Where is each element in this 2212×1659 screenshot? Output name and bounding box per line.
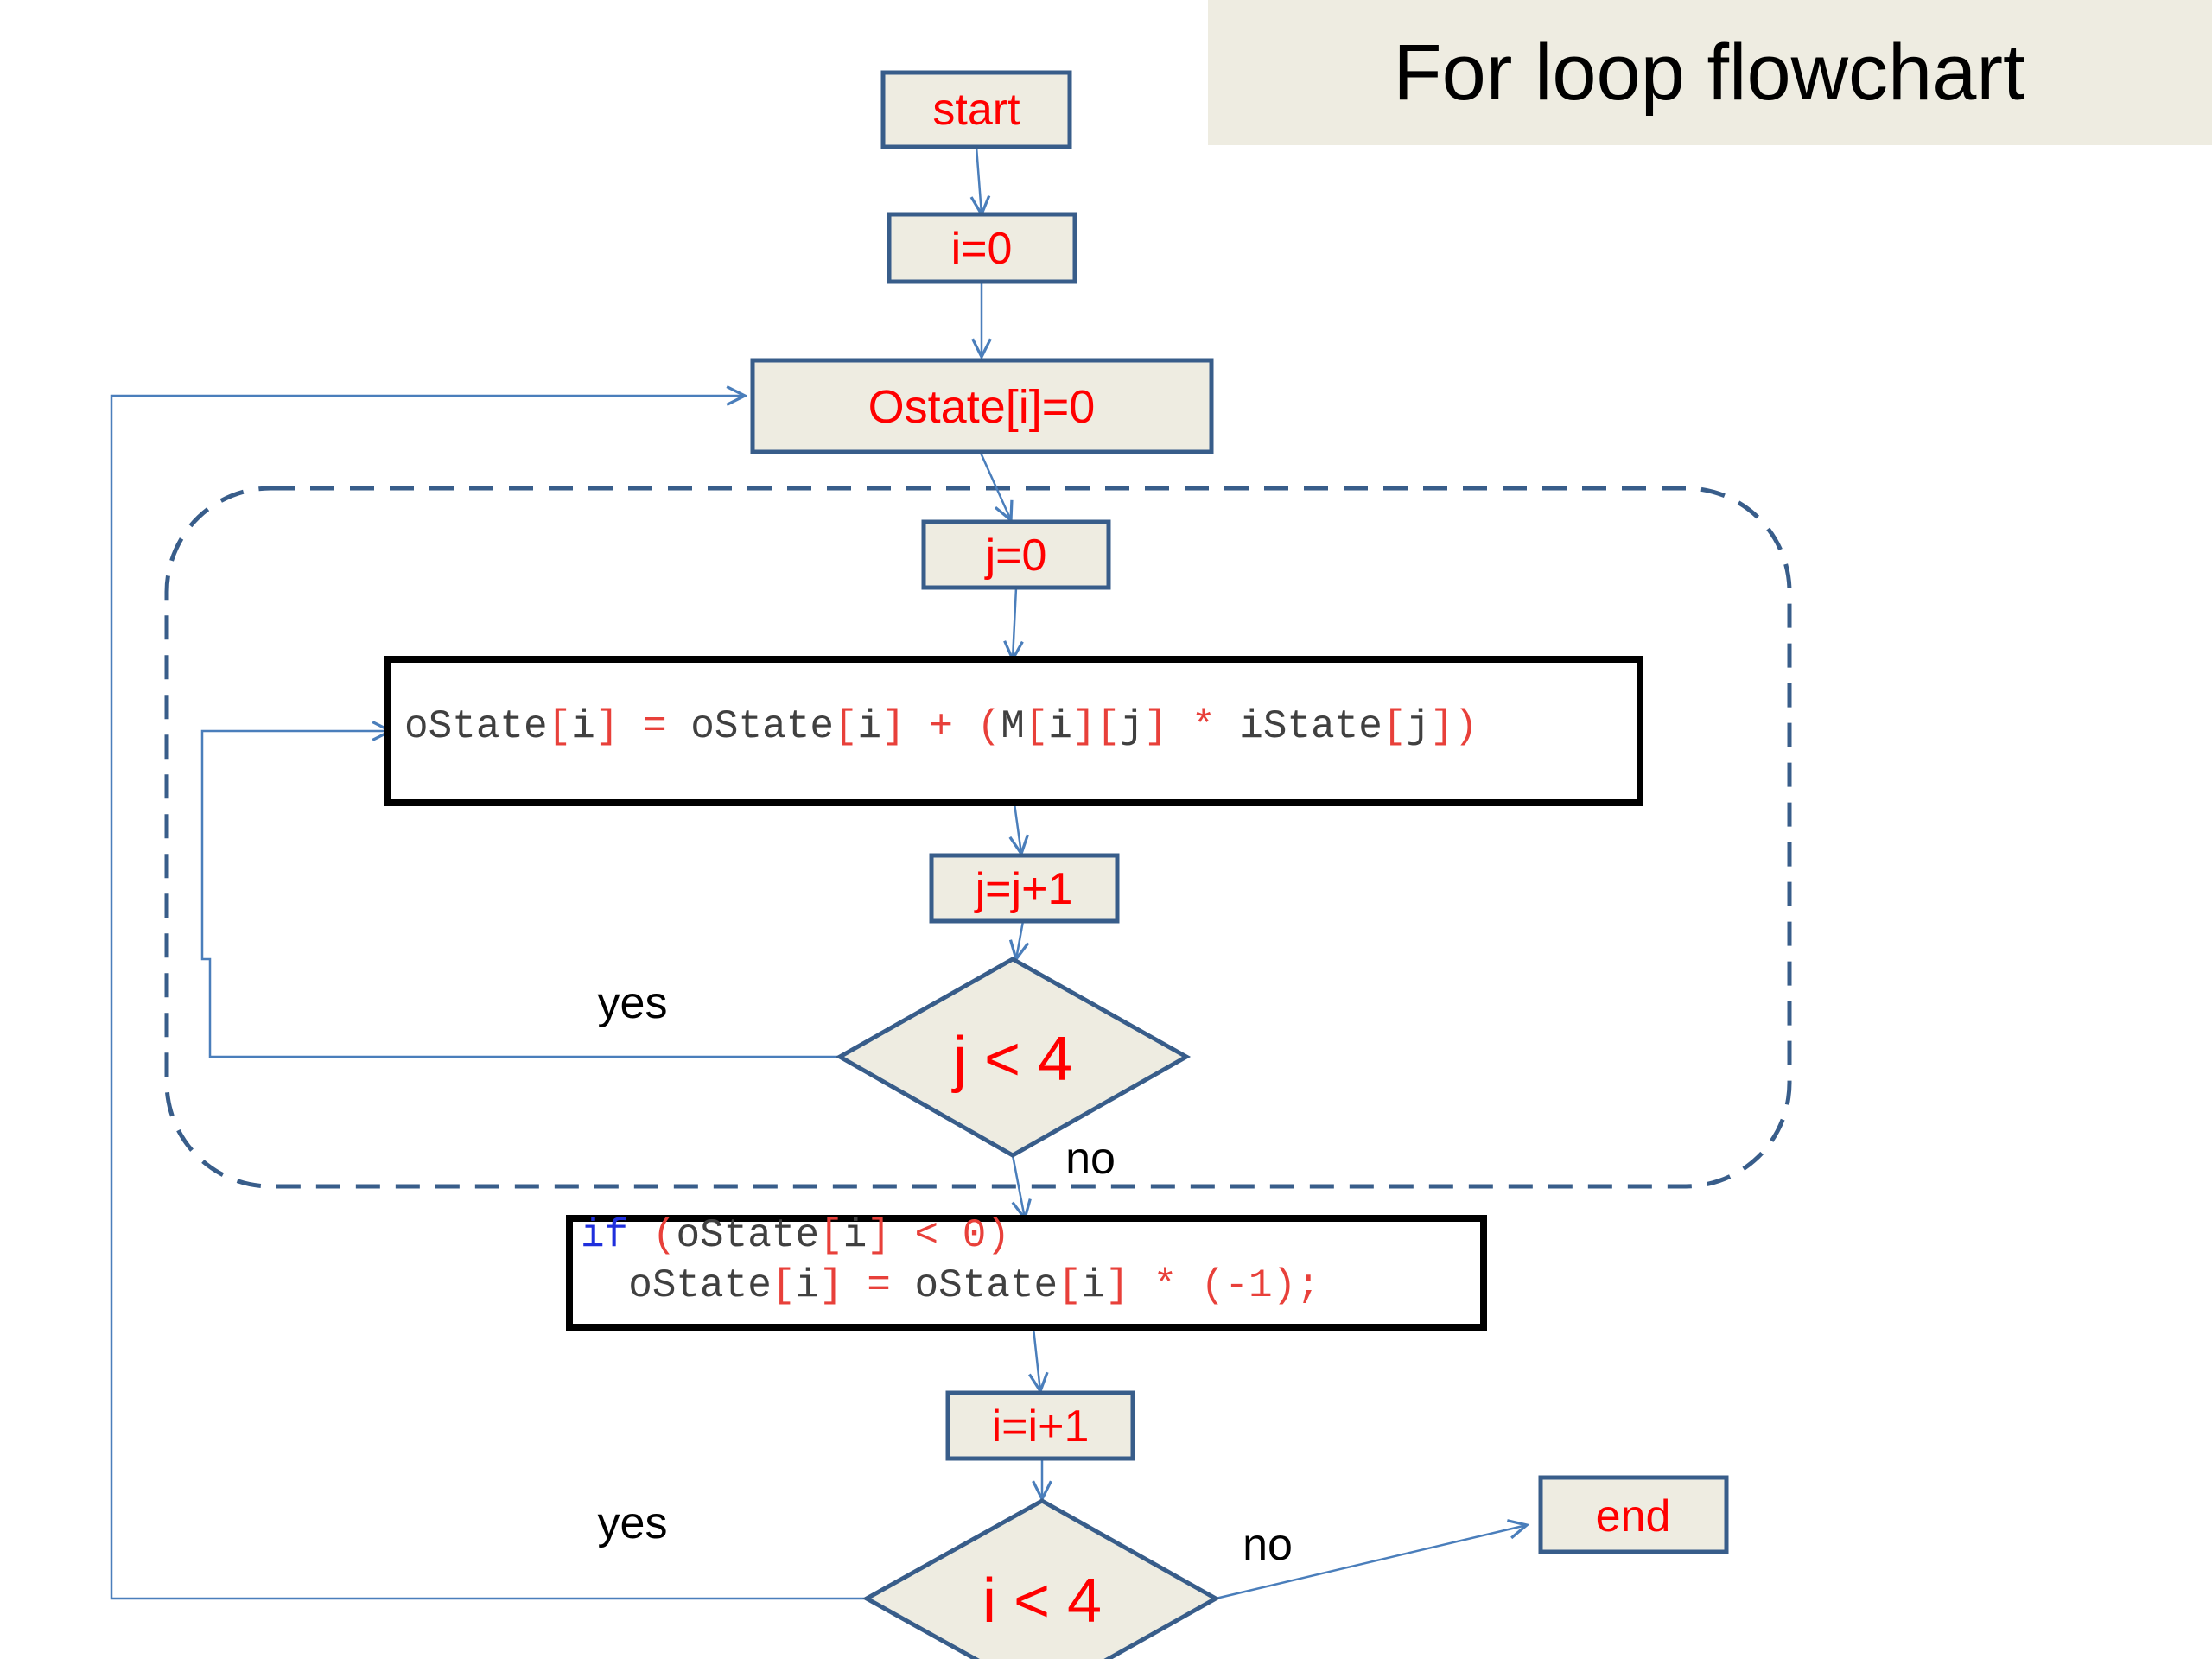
inner-yes-label: yes	[598, 978, 668, 1028]
inner-loop-region	[164, 486, 1792, 1189]
code-token: oState	[404, 704, 548, 749]
code-token: j	[1407, 704, 1431, 749]
arrow-inner-yes-loop	[200, 731, 840, 1058]
code-token: ][	[1072, 704, 1120, 749]
arrow-init-j-to-accumulate	[1013, 587, 1016, 659]
code-token: [	[772, 1263, 796, 1308]
arrow-abs-to-inc-i	[1033, 1327, 1040, 1391]
code-token: [	[1025, 704, 1049, 749]
code-token: i	[795, 1263, 819, 1308]
init-j-label: j=0	[984, 531, 1047, 581]
arrow-cond-j-no	[1013, 1154, 1025, 1218]
cond-j-label: j < 4	[951, 1025, 1072, 1094]
code-token: iState	[1239, 704, 1382, 749]
code-token: + (	[906, 704, 1001, 749]
inc-i-node: i=i+1	[945, 1390, 1135, 1461]
reset-ostate-node: Ostate[i]=0	[750, 358, 1214, 454]
start-node: start	[880, 70, 1072, 149]
code-token: oState	[676, 1213, 819, 1258]
code-token: [	[1382, 704, 1407, 749]
init-i-label: i=0	[951, 224, 1013, 274]
code-token: oState	[915, 1263, 1058, 1308]
init-j-node: j=0	[921, 519, 1111, 590]
accumulate-node: oState[i] = oState[i] + (M[i][j] * iStat…	[384, 656, 1643, 806]
arrow-cond-i-no	[1215, 1525, 1527, 1600]
arrow-outer-yes-loop	[110, 396, 864, 1600]
inner-no-label: no	[1065, 1134, 1116, 1184]
cond-i-label: i < 4	[982, 1567, 1102, 1636]
code-token: oState	[628, 1263, 772, 1308]
outer-yes-label: yes	[598, 1498, 668, 1548]
code-token: ] =	[819, 1263, 914, 1308]
end-label: end	[1596, 1491, 1671, 1541]
inc-i-label: i=i+1	[992, 1402, 1090, 1452]
code-token: ] *	[1144, 704, 1239, 749]
code-token: [	[819, 1213, 843, 1258]
init-i-node: i=0	[887, 212, 1077, 284]
code-token: (	[628, 1213, 676, 1258]
abs-node: if (oState[i] < 0) oState[i] = oState[i]…	[566, 1213, 1487, 1331]
outer-no-label: no	[1243, 1520, 1293, 1570]
inc-j-label: j=j+1	[974, 864, 1073, 914]
code-token: =	[619, 704, 690, 749]
page-title: For loop flowchart	[1393, 29, 2024, 117]
cond-j-node: j < 4	[835, 957, 1192, 1158]
code-token: [	[548, 704, 572, 749]
code-token: i	[858, 704, 882, 749]
connectors	[110, 146, 1527, 1600]
code-token: if	[581, 1213, 628, 1258]
code-token: ] * (-1);	[1105, 1263, 1319, 1308]
reset-ostate-label: Ostate[i]=0	[868, 381, 1096, 433]
title-panel	[1208, 0, 2212, 145]
end-node: end	[1538, 1475, 1729, 1554]
arrow-start-to-init-i	[976, 146, 982, 214]
code-token: ] < 0)	[867, 1213, 1010, 1258]
code-token: [	[834, 704, 858, 749]
code-token: ]	[881, 704, 906, 749]
code-token: [	[1058, 1263, 1082, 1308]
code-token: oState	[690, 704, 834, 749]
code-token: ]	[595, 704, 620, 749]
code-token: M	[1001, 704, 1025, 749]
start-label: start	[932, 85, 1020, 135]
abs-code-line-2: oState[i] = oState[i] * (-1);	[581, 1263, 1320, 1308]
code-token: ])	[1430, 704, 1478, 749]
accumulate-code: oState[i] = oState[i] + (M[i][j] * iStat…	[404, 704, 1478, 749]
code-token: i	[571, 704, 595, 749]
arrow-reset-to-init-j	[978, 450, 1011, 520]
arrow-accumulate-to-inc-j	[1014, 803, 1021, 854]
arrow-inc-j-to-cond-j	[1016, 920, 1023, 959]
code-token: i	[843, 1213, 868, 1258]
code-token: i	[1082, 1263, 1106, 1308]
code-token: i	[1048, 704, 1072, 749]
code-token	[581, 1263, 628, 1308]
inc-j-node: j=j+1	[929, 853, 1120, 924]
code-token: j	[1120, 704, 1144, 749]
abs-code-line-1: if (oState[i] < 0)	[581, 1213, 1010, 1258]
cond-i-node: i < 4	[861, 1498, 1221, 1659]
